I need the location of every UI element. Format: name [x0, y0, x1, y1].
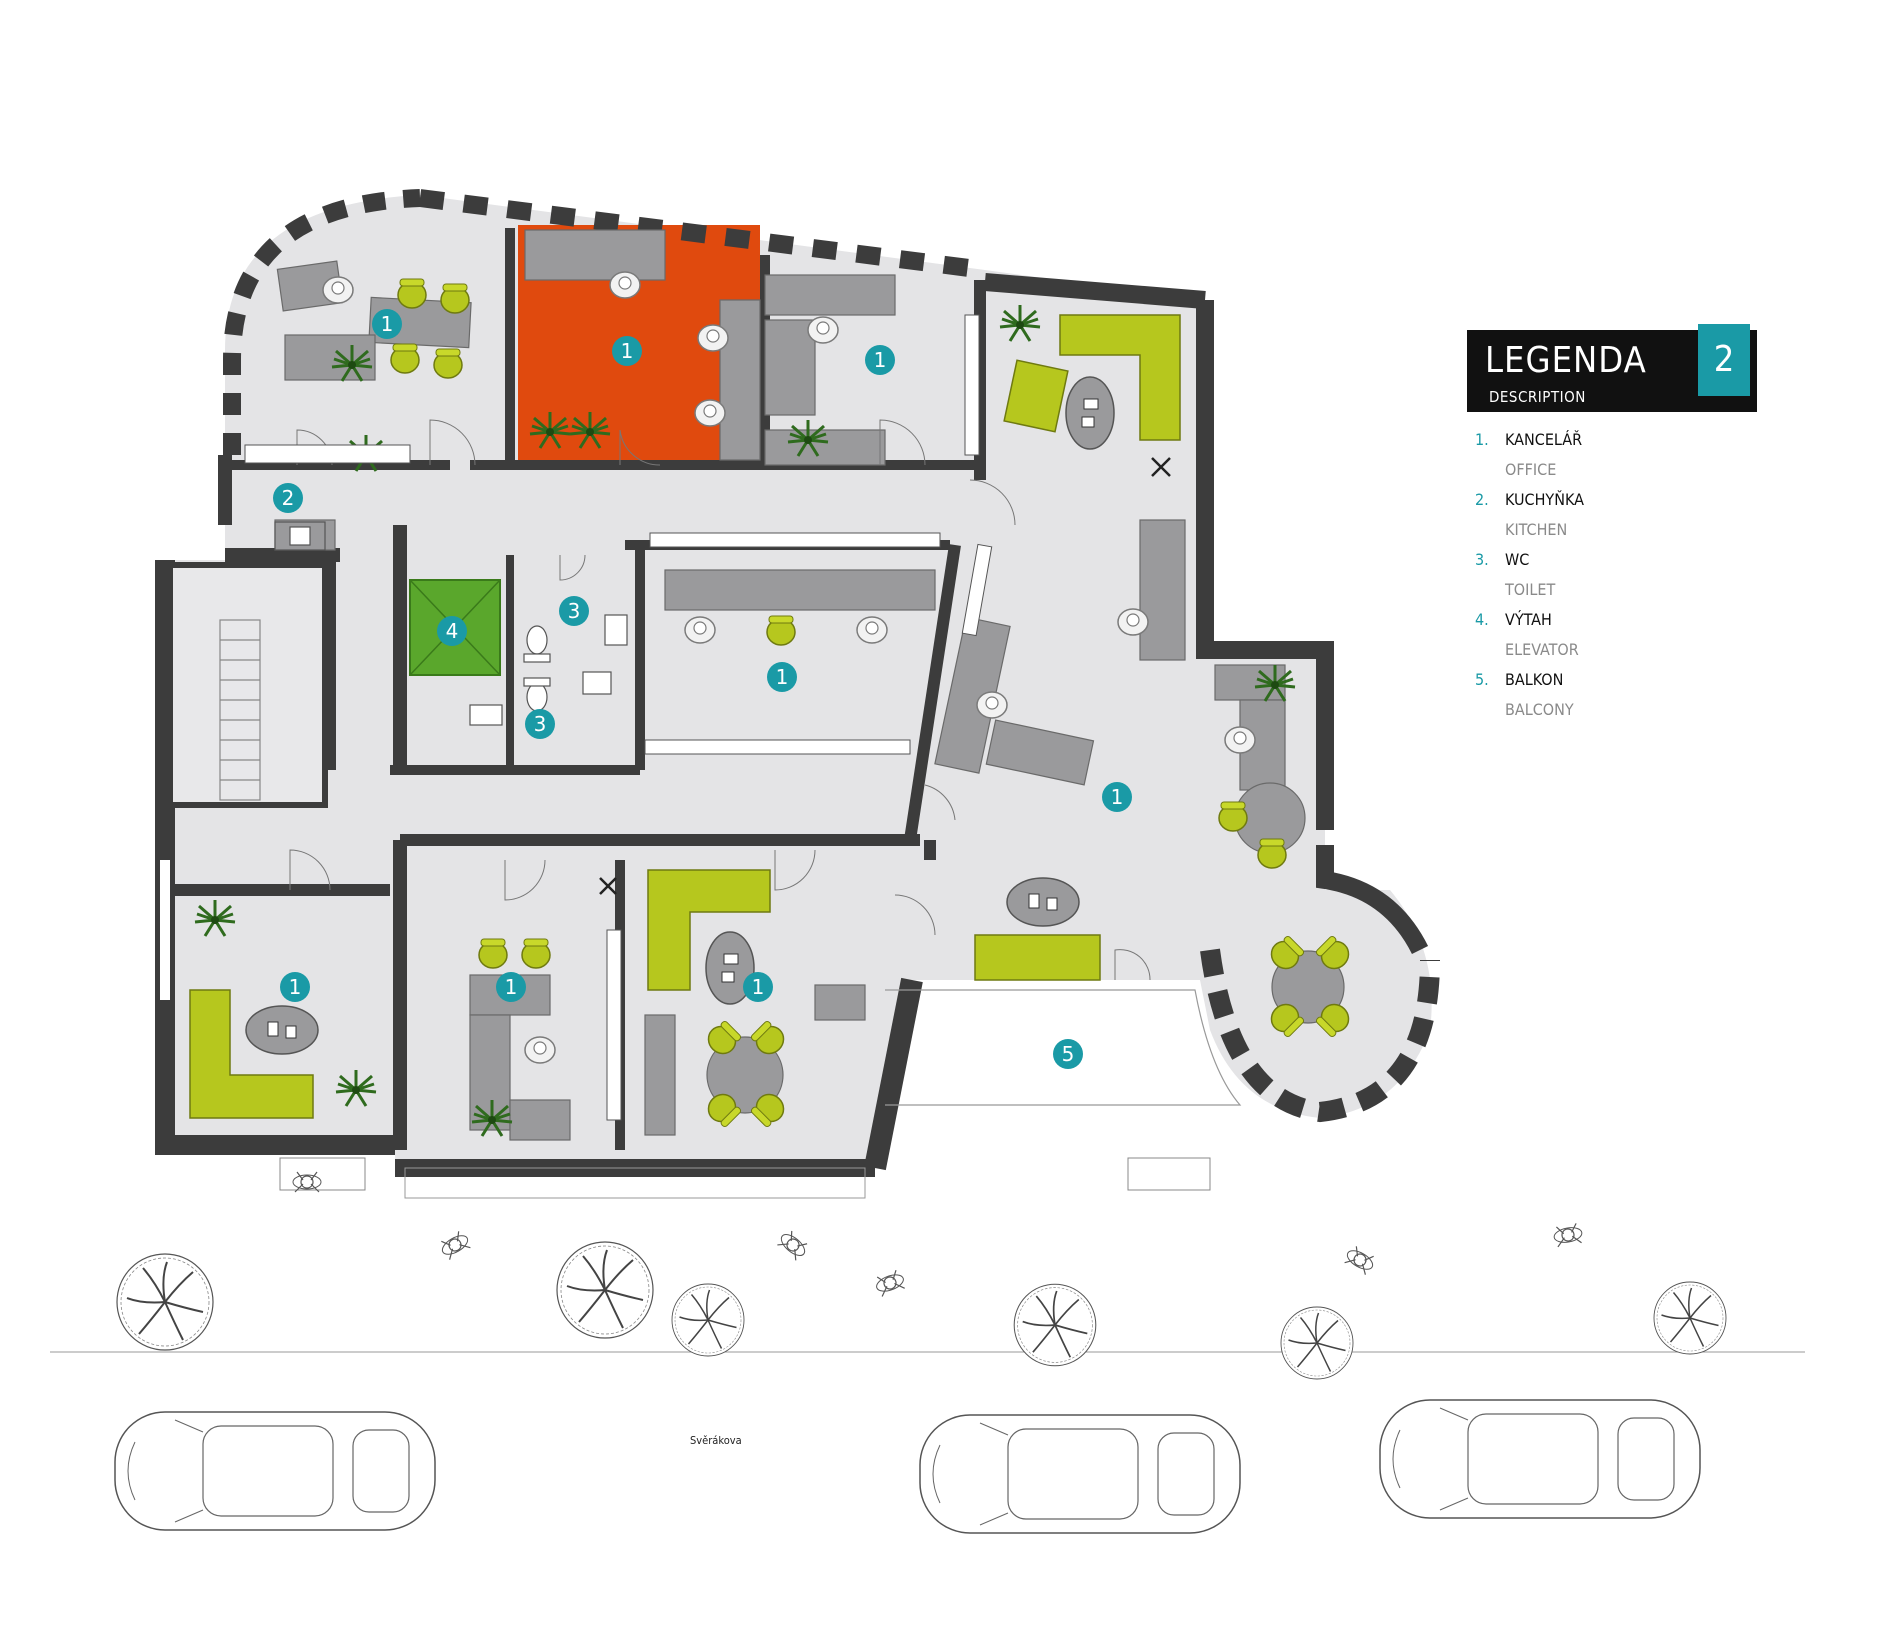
legend-item-number: 5. [1475, 670, 1489, 689]
room-marker-office[interactable]: 1 [612, 336, 642, 366]
legend-item-czech: VÝTAH [1505, 610, 1552, 629]
room-marker-office[interactable]: 1 [280, 972, 310, 1002]
sink-icon [274, 521, 628, 726]
legend-item: 2. KUCHYŇKA KITCHEN [1475, 490, 1757, 550]
legend-item-number: 3. [1475, 550, 1489, 569]
car-icon [114, 1399, 1701, 1534]
svg-text:2: 2 [282, 486, 295, 510]
legend-item-czech: BALKON [1505, 670, 1564, 689]
svg-text:1: 1 [1111, 785, 1124, 809]
door-icon [289, 419, 1151, 981]
legend-panel: LEGENDA DESCRIPTION 2 1. KANCELÁŘ OFFICE… [1467, 324, 1757, 730]
pedestrian-icon [292, 1171, 1585, 1298]
toilet-icon [523, 625, 551, 712]
room-marker-elevator[interactable]: 4 [437, 616, 467, 646]
stair-core [167, 562, 328, 808]
column-x-icon [599, 457, 1171, 895]
facade-curve [223, 189, 421, 455]
facade-top [418, 189, 987, 279]
legend-item-number: 4. [1475, 610, 1489, 629]
svg-text:1: 1 [621, 339, 634, 363]
room-marker-office[interactable]: 1 [1102, 782, 1132, 812]
legend-item: 3. WC TOILET [1475, 550, 1757, 610]
legend-item-czech: WC [1505, 550, 1530, 569]
street-name: Svěrákova [690, 1434, 742, 1447]
legend-list: 1. KANCELÁŘ OFFICE 2. KUCHYŇKA KITCHEN 3… [1467, 430, 1757, 730]
round-bay [1200, 948, 1440, 1123]
svg-text:1: 1 [289, 975, 302, 999]
building-floor [165, 195, 1432, 1170]
svg-text:1: 1 [381, 312, 394, 336]
legend-item-english: BALCONY [1505, 700, 1574, 719]
legend-item-czech: KUCHYŇKA [1505, 490, 1584, 509]
room-marker-office[interactable]: 1 [743, 972, 773, 1002]
room-marker-kitchen[interactable]: 2 [273, 483, 303, 513]
legend-item: 5. BALKON BALCONY [1475, 670, 1757, 730]
legend-subtitle: DESCRIPTION [1489, 388, 1586, 406]
svg-text:1: 1 [874, 348, 887, 372]
room-marker-office[interactable]: 1 [865, 345, 895, 375]
balcony-outline [885, 989, 1242, 1106]
room-marker-office[interactable]: 1 [496, 972, 526, 1002]
legend-item-english: TOILET [1505, 580, 1556, 599]
floor-number-badge: 2 [1698, 324, 1750, 396]
svg-text:1: 1 [752, 975, 765, 999]
sofa-icon [189, 314, 1181, 1119]
legend-item-number: 2. [1475, 490, 1489, 509]
svg-text:3: 3 [568, 599, 581, 623]
stairs-icon [219, 619, 261, 801]
svg-text:1: 1 [505, 975, 518, 999]
svg-text:5: 5 [1062, 1042, 1075, 1066]
room-markers: 1 1 1 1 2 3 3 4 1 1 1 1 1 5 [273, 309, 1132, 1069]
svg-text:3: 3 [534, 712, 547, 736]
legend-title: LEGENDA [1485, 340, 1647, 381]
shelf-icon [244, 314, 993, 1121]
room-marker-balcony[interactable]: 5 [1053, 1039, 1083, 1069]
bench-icon [279, 1157, 1211, 1191]
legend-item-czech: KANCELÁŘ [1505, 430, 1583, 449]
legend-header: LEGENDA DESCRIPTION 2 [1467, 324, 1757, 412]
legend-item-english: KITCHEN [1505, 520, 1568, 539]
legend-item: 1. KANCELÁŘ OFFICE [1475, 430, 1757, 490]
legend-item-english: ELEVATOR [1505, 640, 1579, 659]
svg-text:4: 4 [446, 619, 459, 643]
front-ledge [404, 1167, 866, 1199]
room-marker-office[interactable]: 1 [372, 309, 402, 339]
legend-item-english: OFFICE [1505, 460, 1557, 479]
tree-icon [116, 1241, 1727, 1380]
room-marker-toilet[interactable]: 3 [525, 709, 555, 739]
room-marker-toilet[interactable]: 3 [559, 596, 589, 626]
legend-item: 4. VÝTAH ELEVATOR [1475, 610, 1757, 670]
room-marker-office[interactable]: 1 [767, 662, 797, 692]
legend-item-number: 1. [1475, 430, 1489, 449]
svg-text:1: 1 [776, 665, 789, 689]
